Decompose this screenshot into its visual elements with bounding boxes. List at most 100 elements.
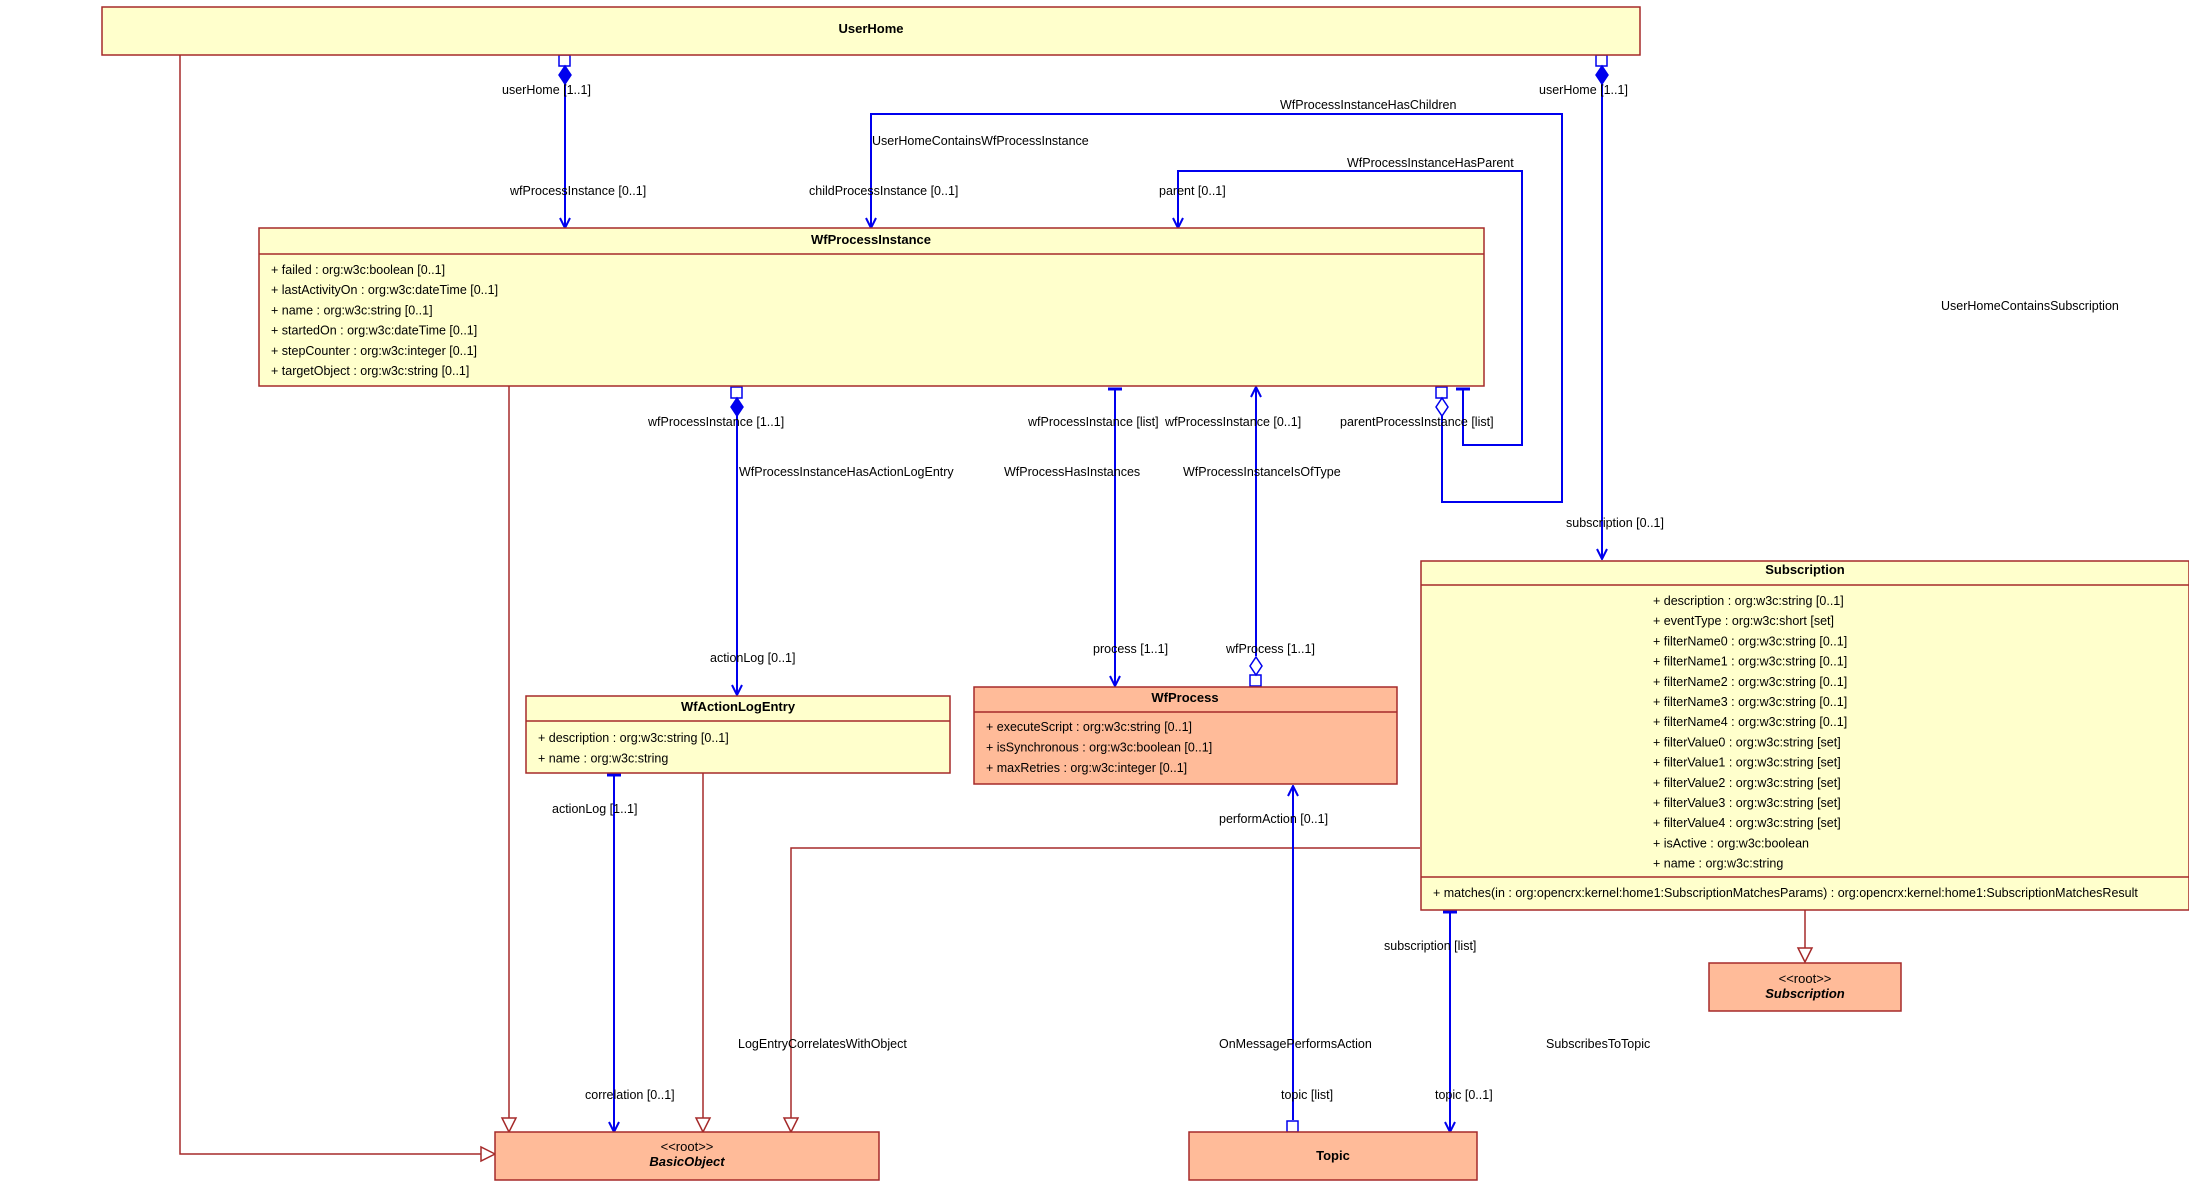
aggregation-diamond: [1435, 396, 1449, 418]
class-name: WfProcess: [1151, 690, 1218, 705]
attribute: + description : org:w3c:string [0..1]: [1653, 594, 1844, 608]
class-subscription[interactable]: Subscription + description : org:w3c:str…: [1420, 560, 2189, 911]
class-box: [1708, 962, 1902, 1012]
attribute: + filterName1 : org:w3c:string [0..1]: [1653, 655, 1847, 669]
generalization-arrowhead: [1796, 947, 1814, 964]
attribute-list: + description : org:w3c:string [0..1] + e…: [1653, 594, 1847, 871]
generalization-arrowhead: [782, 1117, 800, 1134]
role-label: process [1..1]: [1093, 642, 1168, 656]
operation: + matches(in : org:opencrx:kernel:home1:…: [1433, 886, 2138, 900]
attribute: + lastActivityOn : org:w3c:dateTime [0..…: [271, 283, 498, 297]
association-name: WfProcessInstanceHasParent: [1347, 156, 1514, 170]
class-box: [973, 686, 1398, 785]
association-name: UserHomeContainsWfProcessInstance: [872, 134, 1089, 148]
role-label: wfProcess [1..1]: [1225, 642, 1315, 656]
class-subscription-root[interactable]: <<root>> Subscription: [1708, 962, 1902, 1012]
attribute: + failed : org:w3c:boolean [0..1]: [271, 263, 445, 277]
role-label: performAction [0..1]: [1219, 812, 1328, 826]
connectors: [179, 54, 1814, 1163]
class-topic[interactable]: Topic: [1188, 1131, 1478, 1181]
role-label: actionLog [1..1]: [552, 802, 637, 816]
class-stereotype: <<root>>: [1779, 971, 1832, 986]
role-label: topic [0..1]: [1435, 1088, 1493, 1102]
class-box: [1188, 1131, 1478, 1181]
attribute: + executeScript : org:w3c:string [0..1]: [986, 720, 1192, 734]
class-wfprocessinstance[interactable]: WfProcessInstance + failed : org:w3c:boo…: [258, 227, 1485, 387]
role-label: parentProcessInstance [list]: [1340, 415, 1494, 429]
role-label: parent [0..1]: [1159, 184, 1226, 198]
navigability-square: [1249, 674, 1262, 687]
generalization-userhome-basicobject: [179, 55, 484, 1155]
generalization-subscription-basicobject: [790, 847, 1420, 1120]
role-label: wfProcessInstance [list]: [1027, 415, 1159, 429]
class-name: Subscription: [1765, 986, 1845, 1001]
association-name: LogEntryCorrelatesWithObject: [738, 1037, 907, 1051]
composition-diamond: [1595, 64, 1609, 86]
class-userhome[interactable]: UserHome: [101, 6, 1641, 56]
role-label: childProcessInstance [0..1]: [809, 184, 958, 198]
attribute-list: + description : org:w3c:string [0..1] + n…: [538, 731, 729, 766]
role-label: wfProcessInstance [0..1]: [1164, 415, 1301, 429]
class-box: [494, 1131, 880, 1181]
class-name: BasicObject: [649, 1154, 725, 1169]
class-name: WfProcessInstance: [811, 232, 931, 247]
attribute-list: + executeScript : org:w3c:string [0..1] +…: [986, 720, 1212, 775]
role-label: userHome [1..1]: [502, 83, 591, 97]
attribute: + eventType : org:w3c:short [set]: [1653, 614, 1834, 628]
attribute: + stepCounter : org:w3c:integer [0..1]: [271, 344, 477, 358]
role-label: subscription [0..1]: [1566, 516, 1664, 530]
role-label: wfProcessInstance [0..1]: [509, 184, 646, 198]
association-name: SubscribesToTopic: [1546, 1037, 1650, 1051]
role-label: subscription [list]: [1384, 939, 1476, 953]
association-name: UserHomeContainsSubscription: [1941, 299, 2119, 313]
attribute: + isSynchronous : org:w3c:boolean [0..1]: [986, 741, 1212, 755]
class-name: Topic: [1316, 1148, 1350, 1163]
navigability-square: [558, 54, 571, 67]
attribute: + name : org:w3c:string [0..1]: [271, 303, 433, 317]
attribute: + maxRetries : org:w3c:integer [0..1]: [986, 761, 1187, 775]
attribute: + filterName3 : org:w3c:string [0..1]: [1653, 695, 1847, 709]
class-name: UserHome: [838, 21, 903, 36]
role-label: wfProcessInstance [1..1]: [647, 415, 784, 429]
class-stereotype: <<root>>: [661, 1139, 714, 1154]
class-box: [258, 227, 1485, 387]
assoc-wfpi-has-children: [871, 113, 1563, 503]
role-label: topic [list]: [1281, 1088, 1333, 1102]
navigability-square: [1435, 386, 1448, 399]
attribute: + name : org:w3c:string: [1653, 857, 1783, 871]
aggregation-diamond: [1249, 655, 1263, 677]
class-name: Subscription: [1765, 562, 1845, 577]
navigability-square: [730, 386, 743, 399]
navigability-square: [1595, 54, 1608, 67]
operation-list: + matches(in : org:opencrx:kernel:home1:…: [1433, 886, 2138, 900]
class-box: [101, 6, 1641, 56]
attribute: + isActive : org:w3c:boolean: [1653, 836, 1809, 850]
composition-diamond: [558, 64, 572, 86]
class-name: WfActionLogEntry: [681, 699, 796, 714]
attribute: + filterName2 : org:w3c:string [0..1]: [1653, 675, 1847, 689]
class-box: [1420, 560, 2189, 911]
class-basicobject-root[interactable]: <<root>> BasicObject: [494, 1131, 880, 1181]
role-label: userHome [1..1]: [1539, 83, 1628, 97]
role-label: correlation [0..1]: [585, 1088, 675, 1102]
assoc-wfpi-has-parent: [1178, 170, 1523, 446]
generalization-arrowhead: [500, 1117, 518, 1134]
attribute: + filterName4 : org:w3c:string [0..1]: [1653, 715, 1847, 729]
class-wfprocess[interactable]: WfProcess + executeScript : org:w3c:stri…: [973, 686, 1398, 785]
attribute: + startedOn : org:w3c:dateTime [0..1]: [271, 324, 477, 338]
attribute-list: + failed : org:w3c:boolean [0..1] + lastA…: [271, 263, 498, 378]
class-box: [525, 695, 951, 774]
attribute: + filterValue4 : org:w3c:string [set]: [1653, 816, 1841, 830]
attribute: + filterValue3 : org:w3c:string [set]: [1653, 796, 1841, 810]
association-name: WfProcessInstanceHasActionLogEntry: [739, 465, 954, 479]
attribute: + filterValue2 : org:w3c:string [set]: [1653, 776, 1841, 790]
attribute: + filterName0 : org:w3c:string [0..1]: [1653, 634, 1847, 648]
association-name: WfProcessHasInstances: [1004, 465, 1140, 479]
association-labels: userHome [1..1] userHome [1..1] WfProces…: [502, 83, 2119, 1102]
class-wfactionlogentry[interactable]: WfActionLogEntry + description : org:w3c…: [525, 695, 951, 774]
association-name: WfProcessInstanceIsOfType: [1183, 465, 1341, 479]
association-name: WfProcessInstanceHasChildren: [1280, 98, 1457, 112]
attribute: + description : org:w3c:string [0..1]: [538, 731, 729, 745]
attribute: + name : org:w3c:string: [538, 752, 668, 766]
